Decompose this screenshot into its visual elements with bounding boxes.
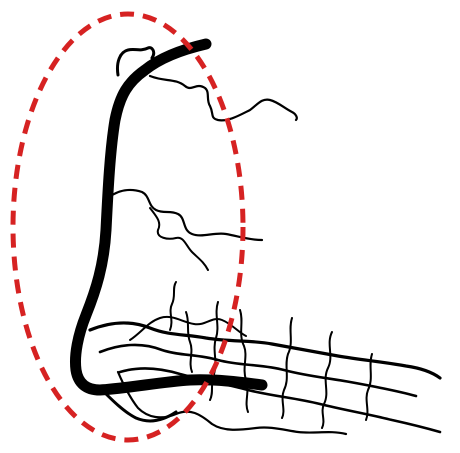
- mid-branch-vessel: [108, 190, 262, 240]
- mid-sub-branch-vessel: [150, 208, 208, 270]
- top-right-branch-vessel: [150, 76, 297, 120]
- cross-connector-1: [186, 312, 192, 372]
- main-trunk-vessel: [75, 44, 262, 390]
- cross-connector-7: [170, 282, 176, 330]
- cross-connector-3: [240, 310, 248, 412]
- cross-connector-4: [282, 318, 292, 418]
